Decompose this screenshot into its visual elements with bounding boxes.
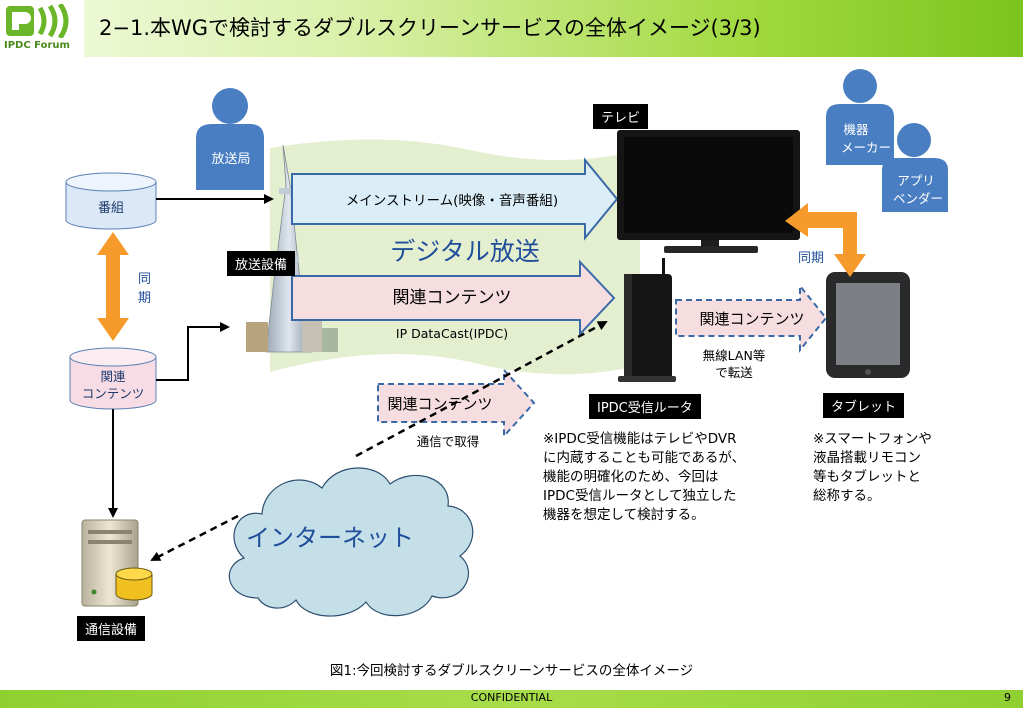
related-contents-database-icon [69,347,157,410]
router-label: IPDC受信ルータ [589,394,701,419]
tablet-note-line: 液晶搭載リモコン [813,450,921,466]
tablet-icon [826,272,910,378]
router-note: ※IPDC受信機能はテレビやDVR に内蔵することも可能であるが、 機能の明確化… [543,430,745,525]
footer-confidential: CONFIDENTIAL [470,691,553,704]
db-to-tower-connector [156,322,230,381]
internet-related-contents-label: 関連コンテンツ [387,395,492,413]
mainstream-arrow [291,157,619,241]
comm-database-icon [115,567,153,601]
router-note-line: IPDC受信ルータとして独立した [543,488,737,504]
page-number: 9 [1004,691,1011,704]
program-database-icon [65,172,157,230]
tv-icon [617,130,800,253]
footer-bar [0,690,1023,708]
app-vendor-label-line1: アプリ [897,173,935,188]
ipdc-logo-icon [6,4,69,38]
router-note-line: に内蔵することも可能であるが、 [543,450,746,466]
internet-label: インターネット [246,524,414,552]
related-contents-db-label-line1: 関連 [100,369,126,384]
logo-text: IPDC Forum [4,40,70,51]
broadcast-facility-label: 放送設備 [227,251,296,276]
lan-related-contents-arrow [675,283,828,353]
tablet-note-line: 等もタブレットと [813,469,921,485]
tv-label: テレビ [593,104,649,129]
related-contents-label: 関連コンテンツ [393,288,512,308]
tablet-label: タブレット [823,393,905,418]
diagram-canvas: 放送局 番組 関連 コンテンツ 同 期 メインストリーム(映像・音声番組) デジ… [65,69,948,617]
manufacturer-person-icon [826,69,894,165]
broadcaster-label: 放送局 [211,152,250,167]
router-note-line: 機器を想定して検討する。 [543,507,705,523]
manufacturer-label-line1: 機器 [843,122,869,137]
internet-cloud-icon [228,467,474,617]
right-sync-arrow [785,203,866,277]
comm-facility-label: 通信設備 [77,616,146,641]
figure-caption: 図1:今回検討するダブルスクリーンサービスの全体イメージ [329,663,694,679]
ipdc-router-icon [618,258,676,382]
digital-broadcast-label: デジタル放送 [390,237,540,266]
via-comm-label: 通信で取得 [417,434,480,449]
router-note-line: 機能の明確化のため、今回は [543,469,719,485]
tablet-note-line: ※スマートフォンや [813,431,932,447]
left-sync-label-line1: 同 [138,272,151,287]
program-label: 番組 [98,201,124,216]
left-sync-label-line2: 期 [138,291,151,306]
tablet-note-line: 総称する。 [813,488,881,504]
header-bar [0,0,1023,57]
app-vendor-person-icon [882,123,948,212]
right-sync-label: 同期 [798,251,824,266]
wireless-lan-label-line2: で転送 [715,365,753,380]
router-note-line: ※IPDC受信機能はテレビやDVR [543,431,737,447]
lan-related-contents-label: 関連コンテンツ [699,310,804,328]
tablet-note: ※スマートフォンや 液晶搭載リモコン 等もタブレットと 総称する。 [813,430,932,506]
ip-datacast-label: IP DataCast(IPDC) [396,326,508,341]
related-contents-db-label-line2: コンテンツ [82,386,145,401]
app-vendor-label-line2: ベンダー [893,191,943,206]
mainstream-label: メインストリーム(映像・音声番組) [346,192,558,209]
left-sync-arrow [97,232,129,341]
page-title: 2−1.本WGで検討するダブルスクリーンサービスの全体イメージ(3/3) [99,16,761,40]
internet-to-server-dashed-arrow [150,514,239,562]
broadcaster-person-icon [196,88,264,190]
manufacturer-label-line2: メーカー [841,140,891,155]
related-contents-arrow [291,259,616,337]
wireless-lan-label-line1: 無線LAN等 [703,348,766,363]
